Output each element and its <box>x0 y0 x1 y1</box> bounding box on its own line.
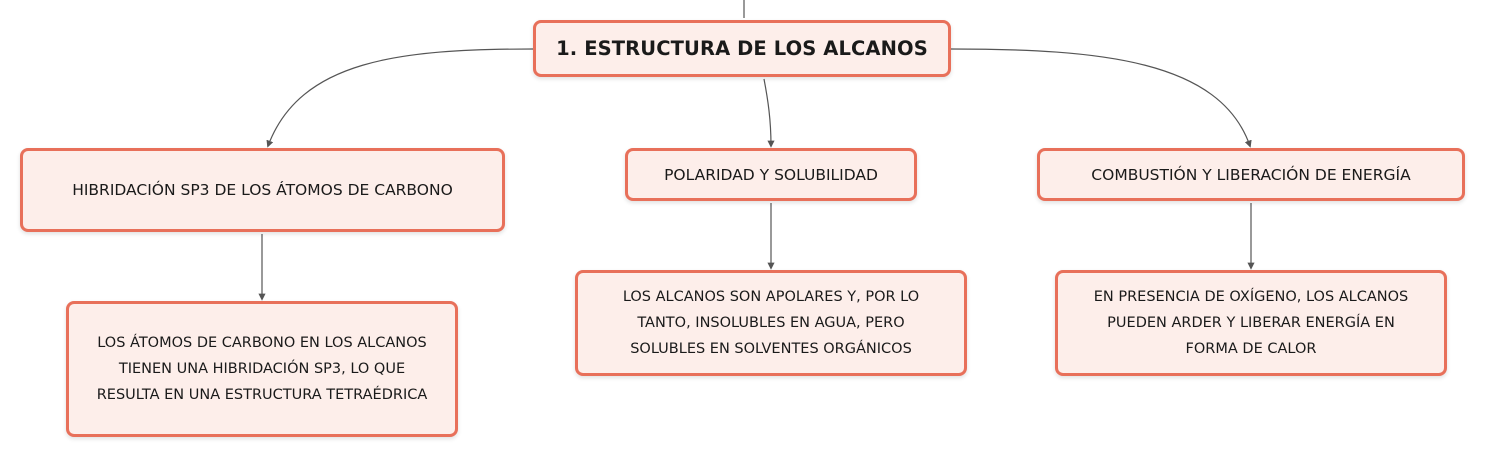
branch-node-combustion[interactable]: COMBUSTIÓN Y LIBERACIÓN DE ENERGÍA <box>1037 148 1465 201</box>
detail-line: PUEDEN ARDER Y LIBERAR ENERGÍA EN <box>1107 315 1395 331</box>
detail-line: TANTO, INSOLUBLES EN AGUA, PERO <box>637 315 905 331</box>
branch-node-label: POLARIDAD Y SOLUBILIDAD <box>664 165 878 184</box>
detail-line: LOS ALCANOS SON APOLARES Y, POR LO <box>622 289 920 305</box>
detail-line: FORMA DE CALOR <box>1185 341 1317 357</box>
branch-node-hibridacion[interactable]: HIBRIDACIÓN SP3 DE LOS ÁTOMOS DE CARBONO <box>20 148 505 232</box>
detail-line: LOS ÁTOMOS DE CARBONO EN LOS ALCANOS <box>97 335 427 351</box>
detail-node-text: LOS ALCANOS SON APOLARES Y, POR LO TANTO… <box>623 284 919 362</box>
branch-node-polaridad[interactable]: POLARIDAD Y SOLUBILIDAD <box>625 148 917 201</box>
connector-root-to-combustion <box>950 48 1252 148</box>
branch-node-label: HIBRIDACIÓN SP3 DE LOS ÁTOMOS DE CARBONO <box>72 181 453 199</box>
branch-node-label: COMBUSTIÓN Y LIBERACIÓN DE ENERGÍA <box>1091 165 1411 184</box>
connector-root-to-hibridacion <box>266 48 534 148</box>
detail-node-hibridacion[interactable]: LOS ÁTOMOS DE CARBONO EN LOS ALCANOS TIE… <box>66 301 458 437</box>
detail-node-polaridad[interactable]: LOS ALCANOS SON APOLARES Y, POR LO TANTO… <box>575 270 967 376</box>
detail-node-combustion[interactable]: EN PRESENCIA DE OXÍGENO, LOS ALCANOS PUE… <box>1055 270 1447 376</box>
root-node-estructura-alcanos[interactable]: 1. ESTRUCTURA DE LOS ALCANOS <box>533 20 951 77</box>
detail-node-text: EN PRESENCIA DE OXÍGENO, LOS ALCANOS PUE… <box>1094 284 1409 362</box>
detail-line: RESULTA EN UNA ESTRUCTURA TETRAÉDRICA <box>96 387 428 403</box>
detail-line: EN PRESENCIA DE OXÍGENO, LOS ALCANOS <box>1093 289 1409 305</box>
root-node-label: 1. ESTRUCTURA DE LOS ALCANOS <box>556 37 928 60</box>
detail-line: SOLUBLES EN SOLVENTES ORGÁNICOS <box>630 341 912 357</box>
detail-line: TIENEN UNA HIBRIDACIÓN SP3, LO QUE <box>118 361 406 377</box>
connector-root-to-polaridad <box>763 78 775 148</box>
detail-node-text: LOS ÁTOMOS DE CARBONO EN LOS ALCANOS TIE… <box>97 330 428 408</box>
